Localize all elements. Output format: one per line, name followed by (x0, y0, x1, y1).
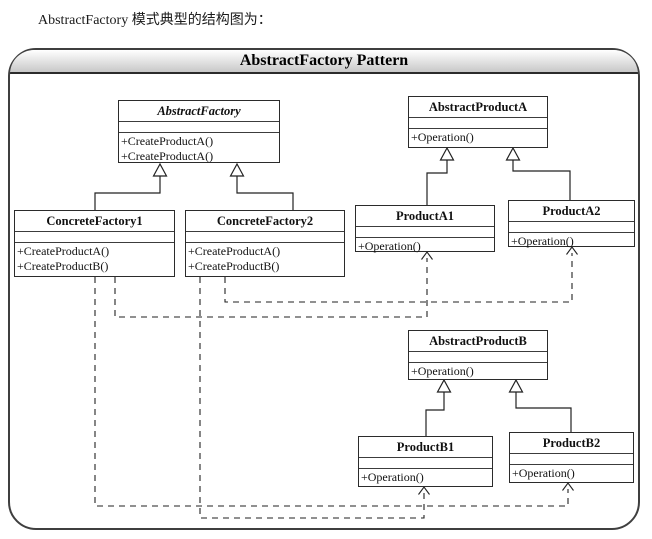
class-productb2: ProductB2 +Operation() (509, 432, 634, 483)
method-label: +Operation() (358, 239, 421, 253)
class-methods: +Operation() (409, 363, 547, 379)
class-attributes-empty (409, 352, 547, 363)
class-methods: +CreateProductA() +CreateProductB() (186, 243, 344, 274)
class-methods: +Operation() (356, 238, 494, 254)
class-title: AbstractFactory (119, 101, 279, 122)
class-abstractfactory: AbstractFactory +CreateProductA() +Creat… (118, 100, 280, 163)
generalization-concretefactory1-triangle-icon (152, 162, 168, 177)
class-methods: +Operation() (510, 465, 633, 481)
method-label: +CreateProductA() (17, 244, 110, 258)
dependency-factory1-productb2-line (94, 277, 569, 507)
class-productb1: ProductB1 +Operation() (358, 436, 493, 487)
class-title: ProductA1 (356, 206, 494, 227)
generalization-producta2-triangle-icon (505, 146, 521, 161)
method-label: +CreateProductA() (188, 244, 281, 258)
class-attributes-empty (359, 458, 492, 469)
class-methods: +Operation() (359, 469, 492, 485)
class-title: ConcreteFactory2 (186, 211, 344, 232)
class-methods: +CreateProductA() +CreateProductB() (15, 243, 174, 274)
class-title: ConcreteFactory1 (15, 211, 174, 232)
open-arrowhead-icon (421, 251, 433, 260)
open-arrowhead-icon (418, 486, 430, 495)
class-attributes-empty (509, 222, 634, 233)
method-label: +CreateProductA() (121, 149, 214, 163)
generalization-concretefactory1-line (94, 176, 161, 210)
class-methods: +Operation() (509, 233, 634, 249)
method-label: +Operation() (411, 364, 474, 378)
open-arrowhead-icon (562, 482, 574, 491)
method-label: +CreateProductA() (121, 134, 214, 148)
dependency-factory2-productb1-line (199, 277, 425, 519)
class-title: ProductB2 (510, 433, 633, 454)
class-methods: +CreateProductA() +CreateProductA() (119, 133, 279, 164)
generalization-producta1-line (426, 160, 448, 205)
method-label: +Operation() (511, 234, 574, 248)
class-title: ProductA2 (509, 201, 634, 222)
class-attributes-empty (119, 122, 279, 133)
class-attributes-empty (15, 232, 174, 243)
method-label: +CreateProductB() (17, 259, 109, 273)
method-label: +Operation() (411, 130, 474, 144)
class-producta2: ProductA2 +Operation() (508, 200, 635, 249)
generalization-producta1-triangle-icon (439, 146, 455, 161)
class-producta1: ProductA1 +Operation() (355, 205, 495, 254)
class-attributes-empty (186, 232, 344, 243)
class-methods: +Operation() (409, 129, 547, 145)
generalization-concretefactory2-triangle-icon (229, 162, 245, 177)
generalization-productb2-line (515, 392, 572, 432)
class-abstractproducta: AbstractProductA +Operation() (408, 96, 548, 148)
generalization-productb1-triangle-icon (436, 378, 452, 393)
generalization-productb1-line (425, 392, 445, 436)
diagram-title: AbstractFactory Pattern (10, 50, 638, 74)
figure-caption: AbstractFactory 模式典型的结构图为： (38, 13, 272, 28)
class-attributes-empty (510, 454, 633, 465)
class-attributes-empty (356, 227, 494, 238)
method-label: +Operation() (361, 470, 424, 484)
class-concretefactory2: ConcreteFactory2 +CreateProductA() +Crea… (185, 210, 345, 277)
class-concretefactory1: ConcreteFactory1 +CreateProductA() +Crea… (14, 210, 175, 277)
generalization-productb2-triangle-icon (508, 378, 524, 393)
class-title: AbstractProductA (409, 97, 547, 118)
method-label: +CreateProductB() (188, 259, 280, 273)
class-title: ProductB1 (359, 437, 492, 458)
generalization-producta2-line (512, 160, 571, 200)
generalization-concretefactory2-line (236, 176, 294, 210)
method-label: +Operation() (512, 466, 575, 480)
class-title: AbstractProductB (409, 331, 547, 352)
dependency-factory2-producta2-line (224, 253, 573, 303)
class-abstractproductb: AbstractProductB +Operation() (408, 330, 548, 380)
open-arrowhead-icon (566, 246, 578, 255)
class-attributes-empty (409, 118, 547, 129)
